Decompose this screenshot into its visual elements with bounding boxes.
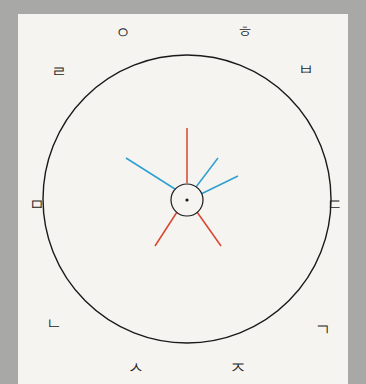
red-ray bbox=[155, 212, 177, 246]
blue-ray bbox=[201, 176, 238, 194]
consonant-label: ㅎ bbox=[237, 24, 253, 40]
consonant-label: ㅅ bbox=[128, 360, 144, 376]
center-dot bbox=[185, 198, 188, 201]
inner-circle bbox=[171, 184, 203, 216]
consonant-label: ㅈ bbox=[230, 360, 246, 376]
blue-ray bbox=[196, 158, 218, 187]
consonant-label: ㄷ bbox=[327, 197, 343, 213]
consonant-label: ㄱ bbox=[315, 322, 331, 338]
outer-circle bbox=[43, 55, 331, 343]
red-ray bbox=[186, 128, 188, 183]
paper-card bbox=[18, 14, 348, 384]
consonant-label: ㅁ bbox=[29, 197, 45, 213]
consonant-label: ㅇ bbox=[115, 25, 131, 41]
consonant-label: ㅂ bbox=[298, 62, 314, 78]
blue-ray bbox=[126, 158, 175, 189]
consonant-label: ㄴ bbox=[46, 316, 62, 332]
red-ray bbox=[197, 212, 221, 246]
consonant-label: ㄹ bbox=[51, 64, 67, 80]
